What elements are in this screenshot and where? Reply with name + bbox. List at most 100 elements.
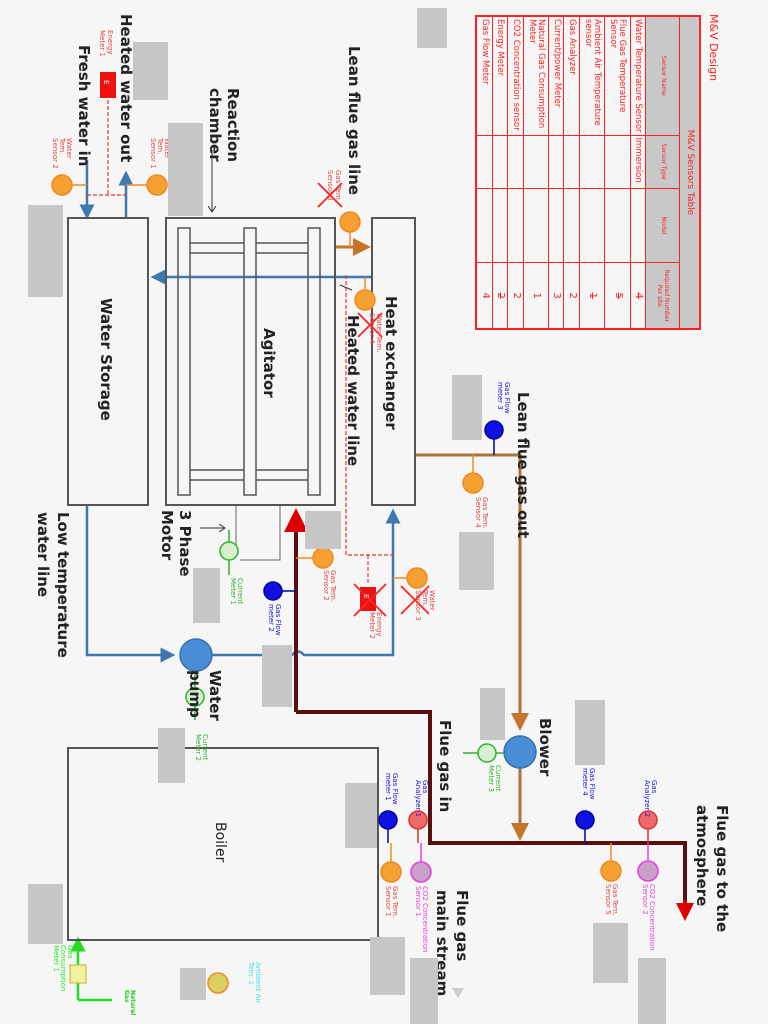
gas-flow-meter-2-label: meter 2 bbox=[267, 604, 275, 632]
blower-label: Blower bbox=[536, 718, 554, 777]
gas-flow-meter-1-label: meter 1 bbox=[384, 773, 392, 801]
current-meter-1-icon bbox=[219, 541, 239, 561]
redacted-box bbox=[28, 205, 63, 297]
triangle-marker-icon bbox=[452, 988, 464, 998]
gas-consumption-meter-label: Consumption bbox=[59, 945, 67, 991]
ambient-air-sensor-label: Tem. 1 bbox=[247, 961, 255, 985]
water-pump-icon bbox=[179, 638, 213, 672]
gas-analyzer-1-icon bbox=[408, 810, 428, 830]
redacted-box bbox=[28, 884, 63, 944]
flue-gas-main-stream-label: Flue gas bbox=[453, 890, 471, 961]
natural-gas-label: Natural bbox=[129, 990, 136, 1015]
agitator-bar bbox=[243, 227, 257, 496]
water-tem-sensor-1-label: Tem. bbox=[156, 137, 164, 154]
gas-flow-meter-2-icon bbox=[263, 581, 283, 601]
water-temp-sensor-1-icon bbox=[146, 174, 168, 196]
gas-tem-sensor-3-label: Gas Tem. bbox=[334, 170, 342, 202]
water-temp-sensor-3-icon bbox=[406, 567, 428, 589]
low-temp-water-pipe bbox=[85, 505, 176, 663]
current-meter-3-label: Meter 3 bbox=[487, 765, 495, 792]
redacted-box bbox=[180, 968, 206, 1000]
gas-flow-meter-3-label: meter 3 bbox=[496, 382, 504, 410]
co2-sensor-1-icon bbox=[410, 861, 432, 883]
gas-tem-sensor-4-label: Gas Tem. bbox=[481, 497, 489, 529]
motor-connection bbox=[235, 505, 281, 561]
redacted-box bbox=[158, 728, 185, 783]
gas-temp-sensor-3-icon bbox=[339, 211, 361, 233]
removed-cross-icon bbox=[400, 585, 430, 615]
redacted-box bbox=[168, 123, 203, 216]
water-tem-sensor-2-label: Tem. bbox=[58, 137, 66, 154]
reaction-chamber-label: chamber bbox=[206, 88, 224, 162]
gas-flow-meter-1-label: Gas Flow bbox=[391, 773, 399, 805]
redacted-box bbox=[410, 958, 438, 1024]
agitator-rail bbox=[190, 242, 308, 254]
heat-exchanger-label: Heat exchanger bbox=[382, 296, 400, 430]
ambient-air-sensor-icon bbox=[207, 972, 229, 994]
energy-meter-1-label: Meter 1 bbox=[98, 30, 106, 57]
co2-sensor-1-label: Sensor 1 bbox=[414, 886, 422, 917]
motor-label: Motor bbox=[158, 510, 176, 561]
gas-tem-sensor-5-label: Sensor 5 bbox=[604, 884, 612, 915]
redacted-box bbox=[417, 8, 447, 48]
flue-gas-atmosphere-label: Flue gas to the bbox=[713, 805, 731, 932]
heated-water-out-label: Heated water out bbox=[117, 14, 135, 162]
energy-meter-1-label: Energy bbox=[106, 30, 114, 55]
pump-to-heat-exchanger-pipe bbox=[212, 508, 401, 657]
gas-consumption-meter-label: Meter 1 bbox=[52, 945, 60, 972]
co2-sensor-2-icon bbox=[637, 860, 659, 882]
gas-flow-meter-1-icon bbox=[378, 810, 398, 830]
energy-meter-1-icon bbox=[100, 72, 116, 98]
energy-meter-1-letter: E bbox=[102, 80, 110, 84]
agitator-bar bbox=[307, 227, 321, 496]
motor-label: 3 Phase bbox=[176, 510, 194, 577]
energy-meter-2-letter: E bbox=[362, 594, 370, 598]
gas-tem-sensor-5-label: Gas Tem. bbox=[611, 884, 619, 916]
reaction-chamber bbox=[165, 217, 336, 506]
removed-cross-icon bbox=[317, 182, 343, 208]
heated-water-line-label: Heated water line bbox=[344, 315, 362, 466]
ambient-air-sensor-label: Ambient Air bbox=[254, 962, 262, 1003]
current-meter-1-label: Meter 1 bbox=[229, 578, 237, 605]
redacted-box bbox=[575, 700, 605, 765]
redacted-box bbox=[593, 923, 628, 983]
gas-analyzer-1-label: Gas bbox=[421, 780, 429, 794]
gas-tem-sensor-4-label: Sensor 4 bbox=[474, 497, 482, 528]
gas-flow-meter-4-label: Gas Flow bbox=[588, 768, 596, 800]
redacted-box bbox=[305, 511, 341, 549]
gas-temp-sensor-5-icon bbox=[600, 860, 622, 882]
agitator-bar bbox=[177, 227, 191, 496]
lean-flue-gas-out-label: Lean flue gas out bbox=[514, 392, 532, 538]
water-tem-sensor-1-label: Sensor 1 bbox=[149, 138, 157, 169]
fresh-water-in-label: Fresh water in bbox=[75, 45, 93, 166]
low-temp-water-line-label: water line bbox=[34, 512, 52, 597]
redacted-box bbox=[452, 375, 482, 440]
water-pump-label: pump bbox=[186, 670, 204, 718]
redacted-box bbox=[262, 645, 292, 707]
current-meter-2-label: Current bbox=[201, 734, 209, 761]
flue-gas-in-label: Flue gas in bbox=[436, 720, 454, 812]
redacted-box bbox=[193, 568, 220, 623]
current-meter-2-label: Meter 2 bbox=[194, 734, 202, 761]
water-temp-sensor-2-icon bbox=[51, 174, 73, 196]
blower-icon bbox=[503, 735, 537, 769]
flue-gas-main-pipe bbox=[296, 710, 687, 908]
current-meter-3-icon bbox=[477, 743, 497, 763]
water-tem-sensor-3-label: Water bbox=[428, 590, 436, 611]
energy-meter-2-label: Meter 2 bbox=[368, 612, 376, 639]
redacted-box bbox=[480, 688, 505, 740]
removed-cross-icon bbox=[357, 312, 383, 338]
gas-analyzer-2-label: Gas bbox=[650, 780, 658, 794]
water-storage-label: Water Storage bbox=[97, 298, 115, 421]
water-tem-sensor-4-label: Sensor 4 bbox=[368, 313, 376, 344]
boiler-label: Boiler bbox=[212, 822, 228, 863]
flue-gas-atmosphere-label: atmosphere bbox=[693, 805, 711, 906]
redacted-box bbox=[638, 958, 666, 1024]
co2-sensor-1-label: CO2 Concentration bbox=[421, 886, 429, 953]
gas-tem-sensor-1-label: Sensor 1 bbox=[384, 886, 392, 917]
water-pump-label: Water bbox=[206, 670, 224, 721]
current-meter-3-label: Current bbox=[494, 765, 502, 792]
co2-sensor-2-label: CO2 Concentration bbox=[648, 884, 656, 951]
gas-analyzer-2-icon bbox=[638, 810, 658, 830]
